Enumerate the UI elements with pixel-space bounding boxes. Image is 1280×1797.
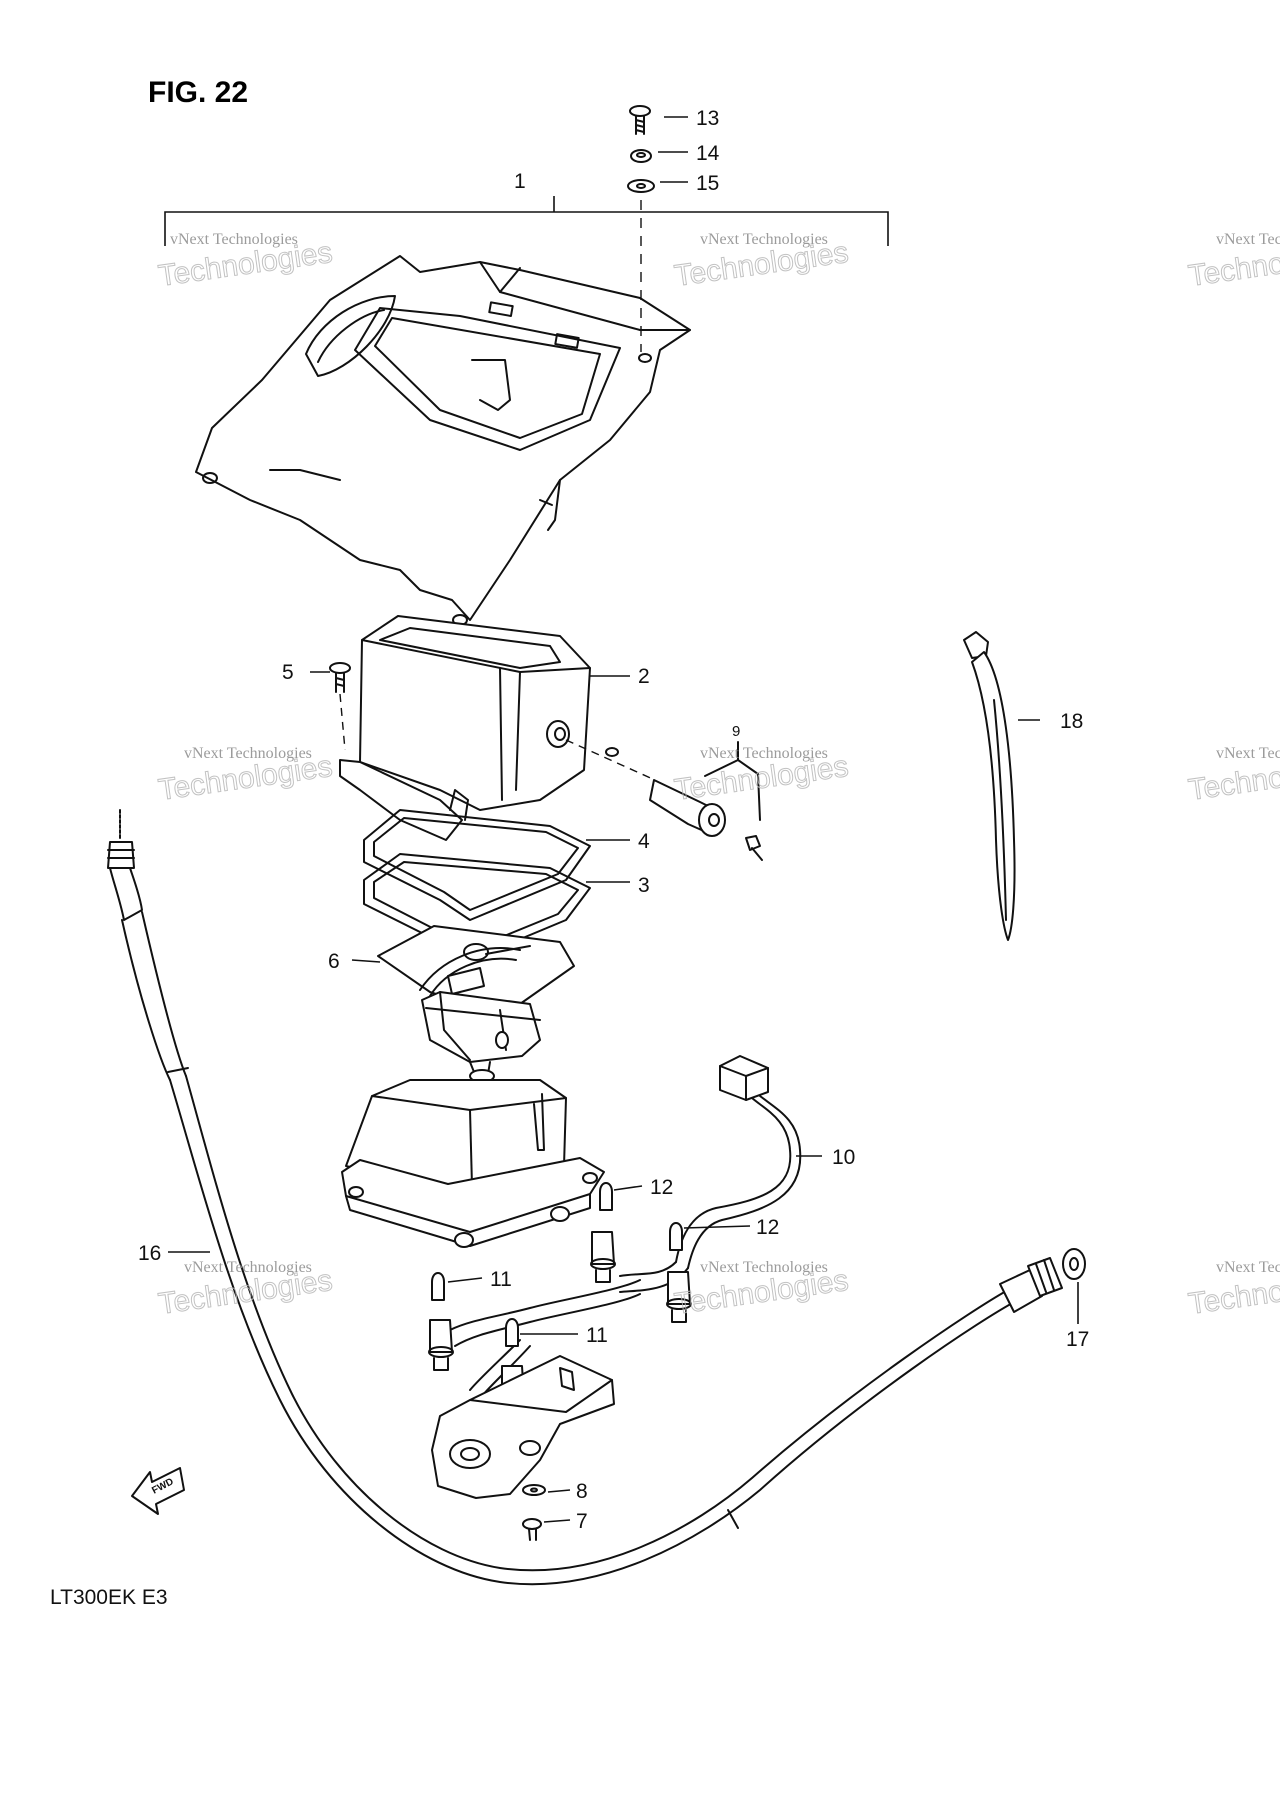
screw-7 bbox=[522, 1518, 542, 1541]
wiring-harness bbox=[449, 1055, 802, 1397]
meter-lower-case bbox=[341, 1079, 605, 1248]
callout-12-upper: 12 bbox=[650, 1176, 673, 1199]
callout-10: 10 bbox=[832, 1146, 855, 1169]
callout-9: 9 bbox=[732, 723, 740, 740]
callout-7: 7 bbox=[576, 1510, 588, 1533]
callout-11-left: 11 bbox=[490, 1268, 512, 1291]
watermark: Technologies vNext Technologies bbox=[1186, 745, 1280, 807]
svg-text:vNext Technologies: vNext Technologies bbox=[1216, 1259, 1280, 1276]
svg-text:vNext Technologies: vNext Technologies bbox=[1216, 745, 1280, 762]
figure-title: FIG. 22 bbox=[148, 76, 248, 109]
callout-8: 8 bbox=[576, 1480, 588, 1503]
svg-text:vNext Technologies: vNext Technologies bbox=[184, 745, 312, 762]
callout-1: 1 bbox=[514, 170, 526, 193]
bulb-11-right bbox=[505, 1318, 519, 1347]
bulb-socket-1 bbox=[590, 1231, 616, 1283]
svg-text:vNext Technologies: vNext Technologies bbox=[184, 1259, 312, 1276]
washer-8 bbox=[522, 1484, 546, 1496]
knob-9 bbox=[565, 739, 763, 861]
gasket-3 bbox=[363, 853, 591, 961]
callout-3: 3 bbox=[638, 874, 650, 897]
callout-2: 2 bbox=[638, 665, 650, 688]
nut-14 bbox=[630, 149, 652, 163]
socket-base-plate bbox=[431, 1355, 615, 1499]
watermark: Technologies vNext Technologies bbox=[156, 745, 335, 807]
callout-4: 4 bbox=[638, 830, 650, 853]
screw-5 bbox=[329, 662, 351, 751]
svg-text:vNext Technologies: vNext Technologies bbox=[700, 745, 828, 762]
watermark: Technologies vNext Technologies bbox=[1186, 231, 1280, 293]
callout-6: 6 bbox=[328, 950, 340, 973]
callout-12-lower: 12 bbox=[756, 1216, 779, 1239]
bulb-12-upper bbox=[599, 1182, 613, 1211]
callout-15: 15 bbox=[696, 172, 719, 195]
watermark: Technologies vNext Technologies bbox=[1186, 1259, 1280, 1321]
svg-text:vNext Technologies: vNext Technologies bbox=[1216, 231, 1280, 248]
bulb-11-left bbox=[431, 1272, 445, 1301]
watermark: Technologies vNext Technologies bbox=[156, 1259, 335, 1321]
leader-lines bbox=[168, 116, 1079, 1523]
callout-18: 18 bbox=[1060, 710, 1083, 733]
svg-text:vNext Technologies: vNext Technologies bbox=[700, 1259, 828, 1276]
meter-cover bbox=[195, 255, 691, 626]
svg-text:vNext Technologies: vNext Technologies bbox=[170, 231, 298, 248]
fwd-arrow: FWD bbox=[131, 1467, 185, 1515]
meter-case bbox=[339, 615, 619, 841]
svg-text:vNext Technologies: vNext Technologies bbox=[700, 231, 828, 248]
screw-13 bbox=[629, 105, 651, 135]
callout-14: 14 bbox=[696, 142, 720, 165]
callout-labels: 1 2 3 4 5 6 7 8 9 10 11 11 12 12 13 14 1… bbox=[138, 107, 1089, 1533]
callout-13: 13 bbox=[696, 107, 719, 130]
watermark: Technologies vNext Technologies bbox=[672, 745, 851, 807]
callout-17: 17 bbox=[1066, 1328, 1089, 1351]
cable-tie bbox=[963, 631, 1016, 941]
watermark: Technologies vNext Technologies bbox=[672, 1259, 851, 1321]
speedometer-dial bbox=[377, 925, 575, 1091]
washer-15 bbox=[627, 179, 655, 193]
model-code: LT300EK E3 bbox=[50, 1586, 168, 1609]
gasket-4 bbox=[363, 809, 591, 921]
callout-1-bracket bbox=[164, 196, 889, 246]
bulb-12-lower bbox=[669, 1222, 683, 1251]
callout-5: 5 bbox=[282, 661, 294, 684]
speedometer-cable bbox=[107, 809, 1063, 1586]
bulb-socket-2 bbox=[666, 1271, 692, 1323]
callout-16: 16 bbox=[138, 1242, 161, 1265]
watermark: Technologies vNext Technologies bbox=[672, 231, 851, 293]
washer-17 bbox=[1062, 1248, 1086, 1280]
bulb-socket-3 bbox=[428, 1319, 454, 1371]
callout-11-right: 11 bbox=[586, 1324, 608, 1347]
watermark: Technologies vNext Technologies bbox=[156, 231, 335, 293]
